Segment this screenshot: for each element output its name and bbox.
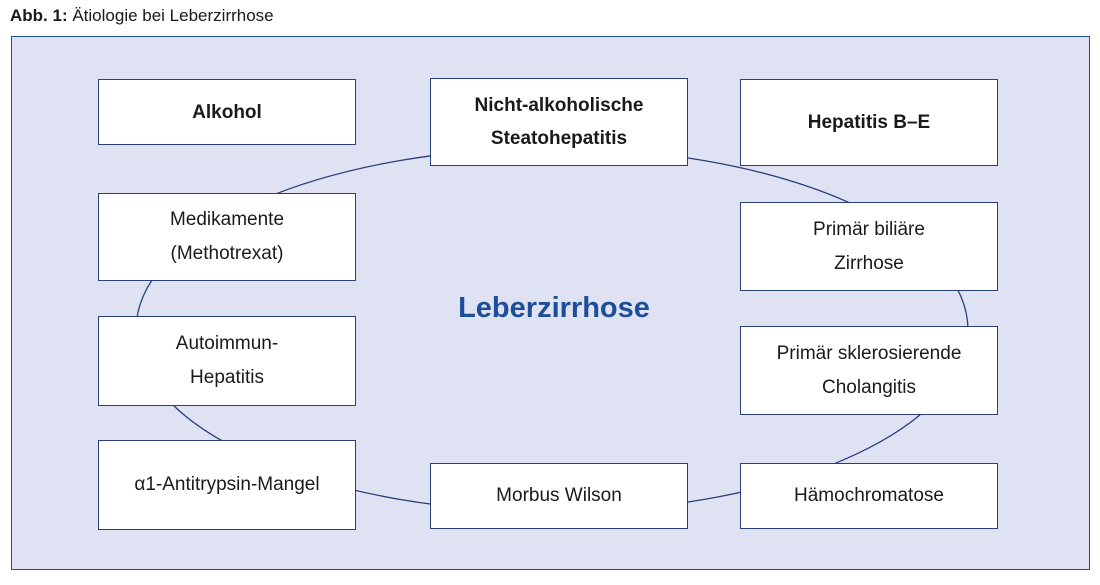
node-autoimmun-line-2: Hepatitis [190,367,264,388]
node-alkohol-label: Alkohol [192,101,262,123]
caption-label: Abb. 1: [10,6,68,25]
node-a1at-label: α1-Antitrypsin-Mangel [134,474,320,495]
node-hepatitis: Hepatitis B–E [740,79,998,166]
node-pbz-line-2: Zirrhose [834,252,904,274]
node-nash-line-2: Steatohepatitis [490,128,628,149]
node-pbz-line-1: Primär biliäre [813,218,925,240]
node-nash-line-1: Nicht-alkoholische [474,95,644,116]
node-autoimmun-line-1: Autoimmun- [175,333,279,354]
node-psc-line-1: Primär sklerosierende [776,342,962,364]
node-wilson: Morbus Wilson [430,463,688,529]
figure-caption: Abb. 1: Ätiologie bei Leberzirrhose [10,6,274,26]
node-hepatitis-label: Hepatitis B–E [807,112,931,133]
node-medikamente-line-1: Medikamente [169,209,285,230]
node-psc: Primär sklerosierende Cholangitis [740,326,998,415]
node-alkohol: Alkohol [98,79,356,145]
node-psc-line-2: Cholangitis [822,376,916,398]
node-haemochromatose-label: Hämochromatose [794,485,944,506]
node-haemochromatose: Hämochromatose [740,463,998,529]
node-wilson-label: Morbus Wilson [496,485,622,506]
caption-text: Ätiologie bei Leberzirrhose [72,6,274,25]
node-medikamente: Medikamente (Methotrexat) [98,193,356,281]
node-nash: Nicht-alkoholische Steatohepatitis [430,78,688,166]
node-medikamente-line-2: (Methotrexat) [170,243,284,264]
center-label: Leberzirrhose [458,292,650,324]
node-autoimmun: Autoimmun- Hepatitis [98,316,356,406]
node-pbz: Primär biliäre Zirrhose [740,202,998,291]
node-a1at: α1-Antitrypsin-Mangel [98,440,356,530]
